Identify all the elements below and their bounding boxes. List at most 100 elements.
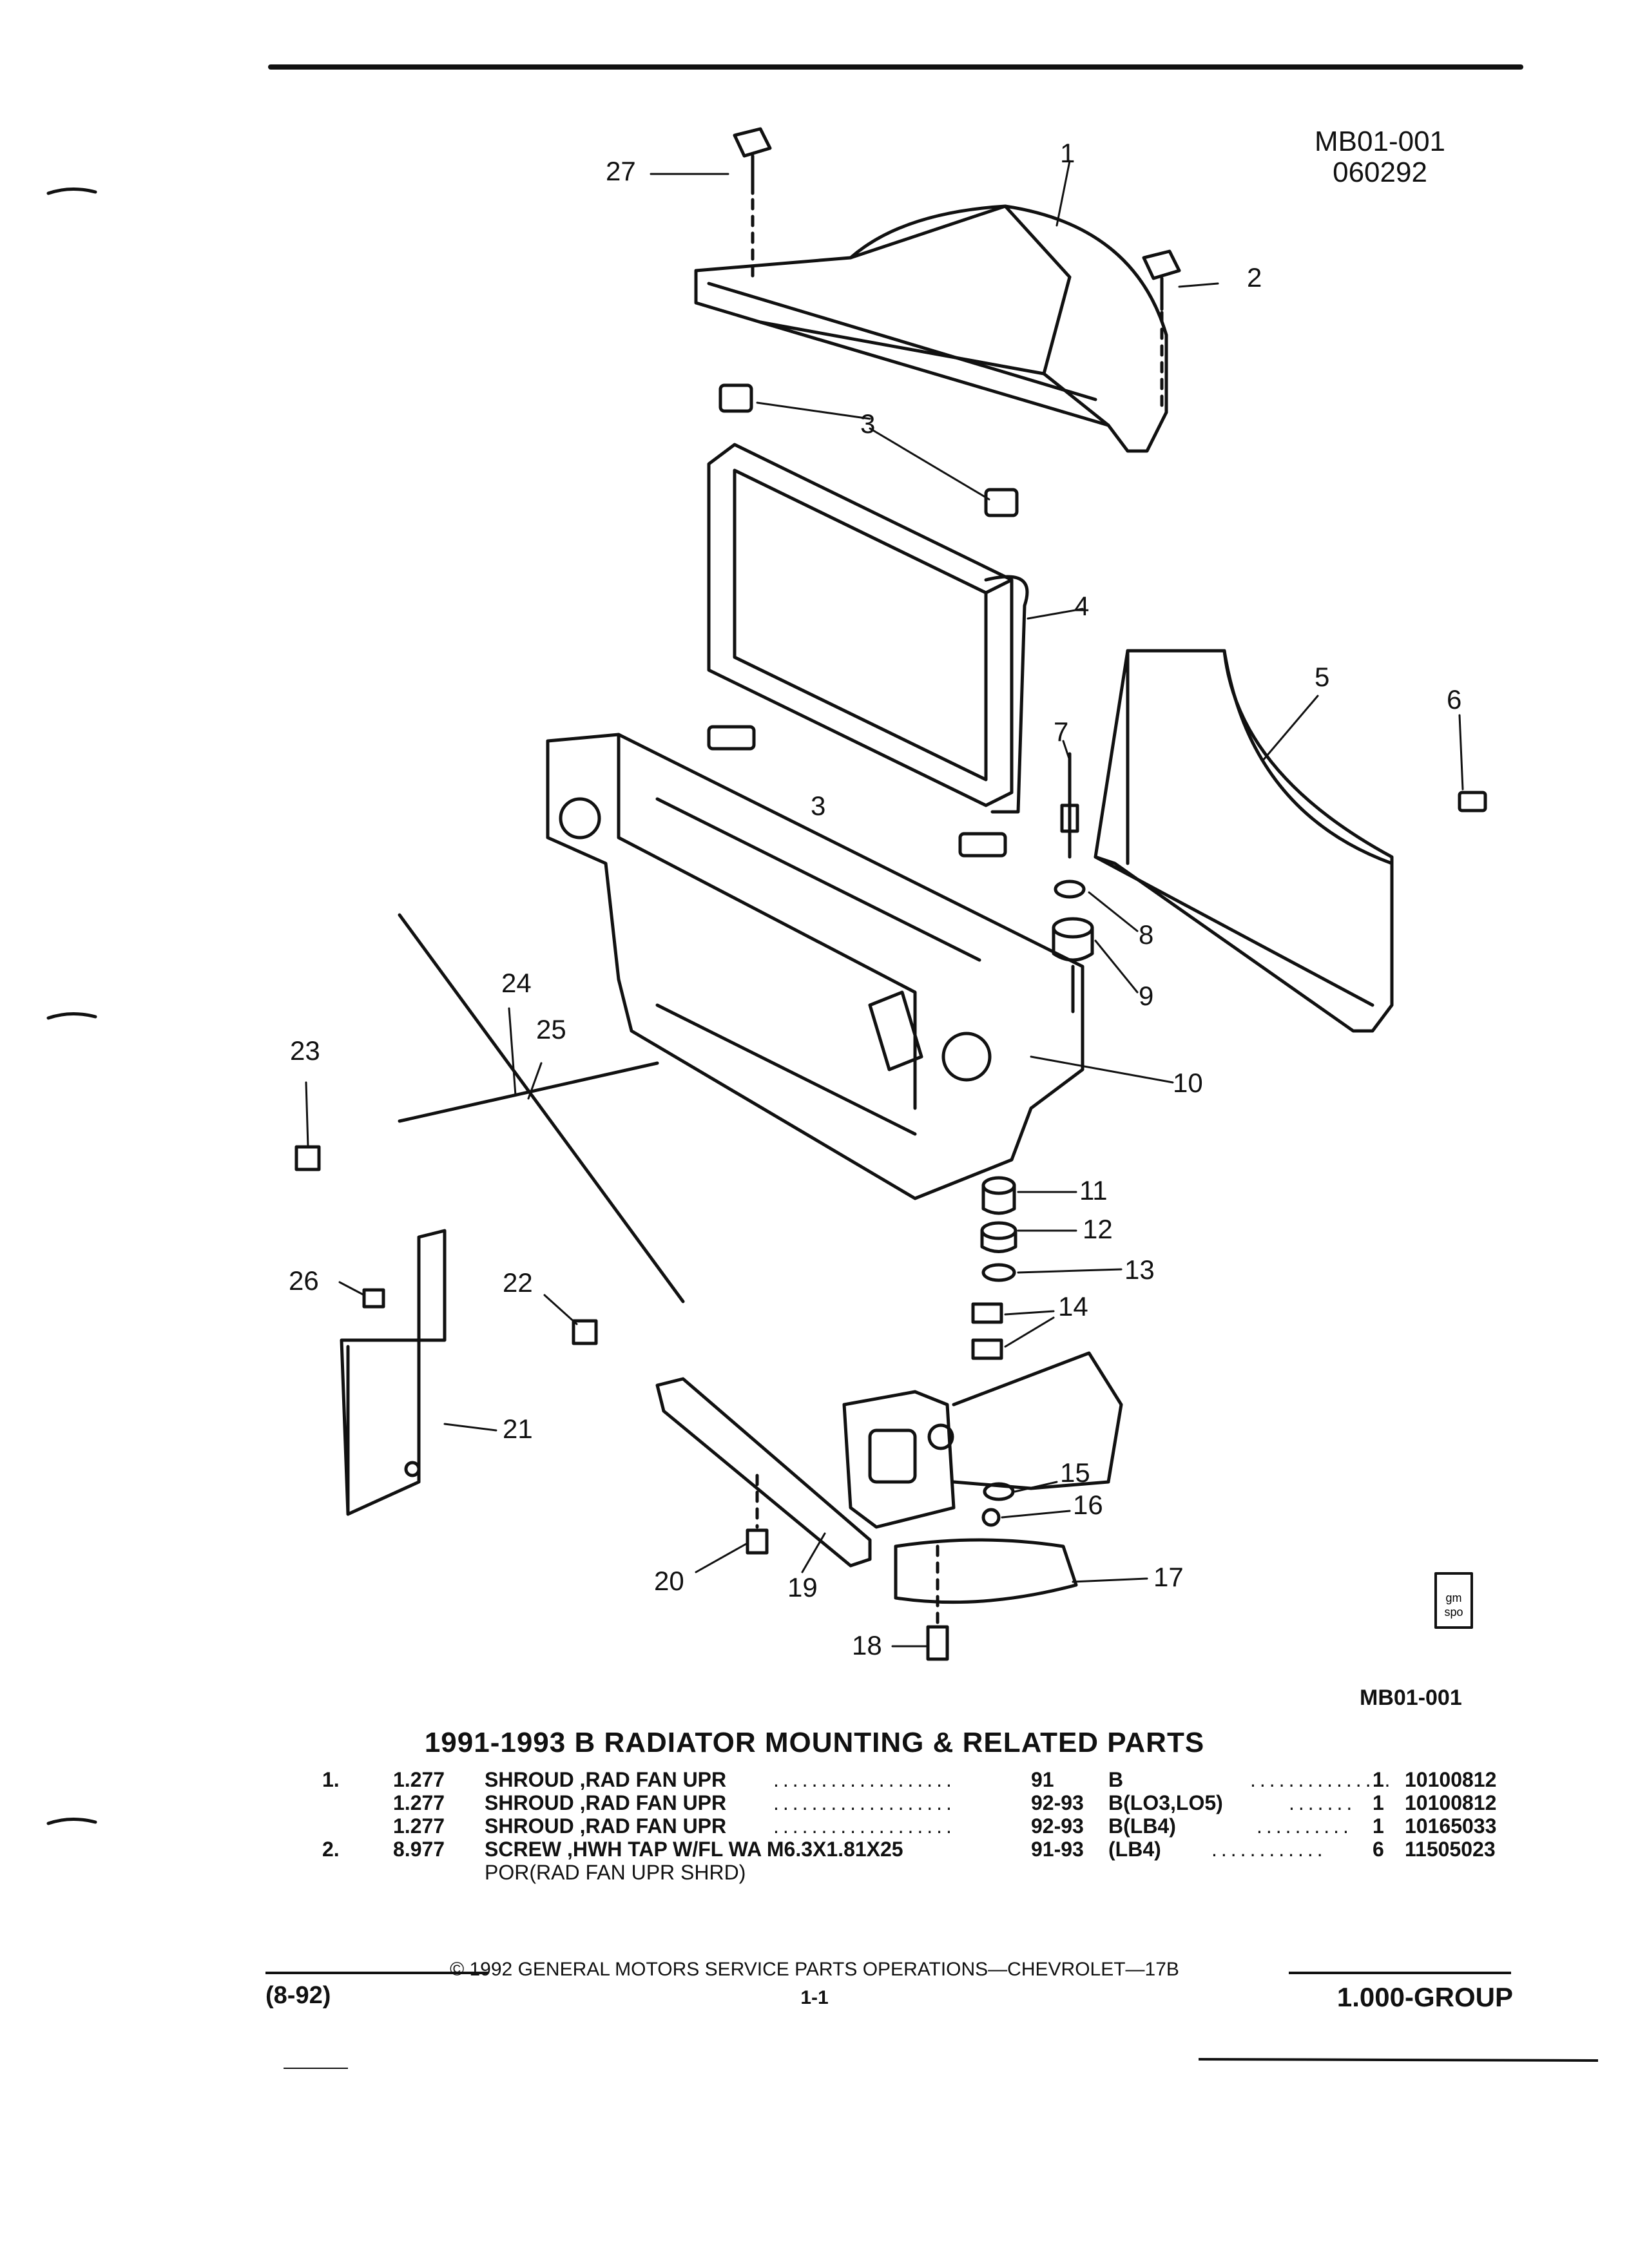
callout-7: 7: [1054, 716, 1068, 747]
callout-15: 15: [1060, 1457, 1090, 1488]
callout-17: 17: [1153, 1562, 1184, 1592]
gm-spo-logo: [1434, 1572, 1473, 1629]
frame-mount-bracket: [842, 1351, 1123, 1529]
part-23-bolt: [294, 1145, 321, 1171]
part-description: SHROUD ,RAD FAN UPR: [485, 1814, 727, 1838]
part-27-bolt: [733, 127, 772, 285]
part-8-washer: [1054, 879, 1086, 899]
part-24-brace-rod: [398, 913, 685, 1303]
diagram-code-top: MB01-001 060292: [1315, 126, 1445, 188]
item-number: 1.: [322, 1768, 340, 1791]
callout-5: 5: [1315, 662, 1329, 692]
margin-mark: [46, 187, 97, 195]
model-year: 92-93: [1031, 1791, 1084, 1814]
page-number: 1-1: [800, 1987, 829, 2008]
part-16-nut: [981, 1508, 1001, 1527]
callout-22: 22: [503, 1267, 533, 1298]
margin-mark: [46, 1817, 97, 1825]
part-3-insulator-lower-right: [958, 832, 1007, 858]
part-26-screw: [362, 1288, 385, 1309]
part-17-air-deflector: [894, 1538, 1078, 1604]
callout-11: 11: [1079, 1175, 1108, 1206]
part-description: SHROUD ,RAD FAN UPR: [485, 1768, 727, 1791]
page-title: 1991-1993 B RADIATOR MOUNTING & RELATED …: [424, 1727, 1205, 1758]
part-12-insulator: [980, 1221, 1017, 1253]
part-15-washer: [983, 1482, 1015, 1501]
callout-20: 20: [654, 1566, 684, 1596]
diagram-code-bottom: MB01-001: [1360, 1686, 1462, 1710]
dot-leader: ...................: [773, 1791, 956, 1814]
callout-19: 19: [787, 1572, 818, 1602]
quantity: 6: [1373, 1838, 1384, 1861]
logo-text-gm: gm: [1445, 1591, 1461, 1604]
callout-14: 14: [1058, 1291, 1088, 1321]
quantity: 1: [1373, 1791, 1384, 1814]
part-21-baffle-panel: [340, 1229, 447, 1516]
callout-3-upper: 3: [860, 408, 875, 439]
model-year: 91-93: [1031, 1838, 1084, 1861]
callout-9: 9: [1139, 981, 1153, 1011]
callout-24: 24: [501, 968, 532, 998]
part-4-radiator: [707, 443, 1029, 814]
callout-6: 6: [1447, 684, 1461, 715]
part-number: 10165033: [1405, 1814, 1497, 1838]
part-10-radiator-support: [546, 733, 1084, 1200]
dot-leader: ...................: [773, 1768, 956, 1791]
part-3-insulator-lower-left: [707, 725, 756, 751]
margin-mark: [46, 1012, 97, 1020]
part-11-insulator: [981, 1176, 1016, 1215]
callout-10: 10: [1173, 1068, 1203, 1098]
callout-8: 8: [1139, 919, 1153, 950]
callout-2: 2: [1247, 262, 1262, 293]
part-2-bolt: [1142, 249, 1181, 414]
item-number: 2.: [322, 1838, 340, 1861]
callout-18: 18: [852, 1630, 882, 1660]
callout-26: 26: [289, 1265, 319, 1296]
model-code: (LB4): [1108, 1838, 1161, 1861]
part-20-bolt: [746, 1474, 769, 1555]
callout-27: 27: [606, 156, 636, 186]
parts-row: 1. 1.277 SHROUD ,RAD FAN UPR ...........…: [322, 1768, 1534, 1791]
parts-row: 1.277 SHROUD ,RAD FAN UPR ..............…: [322, 1814, 1534, 1838]
part-14-spacer-lower: [971, 1338, 1003, 1360]
callout-13: 13: [1124, 1254, 1155, 1285]
part-number: 10100812: [1405, 1768, 1497, 1791]
part-number: 11505023: [1405, 1838, 1496, 1861]
revision-date: (8-92): [265, 1982, 331, 2009]
diagram-date-code: 060292: [1333, 157, 1427, 188]
model-code: B: [1108, 1768, 1124, 1791]
model-code: B(LO3,LO5): [1108, 1791, 1223, 1814]
part-number: 10100812: [1405, 1791, 1497, 1814]
part-1-upper-fan-shroud: [694, 204, 1168, 453]
part-25-brace-rod: [398, 1061, 659, 1123]
model-code: B(LB4): [1108, 1814, 1176, 1838]
dot-leader: ...............: [1250, 1768, 1394, 1791]
group-number: 8.977: [393, 1838, 445, 1861]
callout-4: 4: [1074, 591, 1089, 621]
part-3-insulator-upper-right: [984, 488, 1019, 517]
callout-1: 1: [1060, 138, 1075, 168]
group-label: 1.000-GROUP: [1336, 1982, 1513, 2012]
parts-row: 2. 8.977 SCREW ,HWH TAP W/FL WA M6.3X1.8…: [322, 1838, 1534, 1861]
quantity: 1: [1373, 1768, 1384, 1791]
dot-leader: ...................: [773, 1814, 956, 1838]
model-year: 91: [1031, 1768, 1054, 1791]
part-7-bolt: [1060, 752, 1079, 859]
callout-3-lower: 3: [811, 791, 825, 821]
callout-23: 23: [290, 1035, 320, 1066]
parts-row: 1.277 SHROUD ,RAD FAN UPR ..............…: [322, 1791, 1534, 1814]
logo-text-spo: spo: [1444, 1606, 1463, 1619]
dot-leader: ..........: [1257, 1814, 1353, 1838]
part-description: SCREW ,HWH TAP W/FL WA M6.3X1.81X25: [485, 1838, 903, 1861]
part-14-spacer-upper: [971, 1302, 1003, 1324]
group-number: 1.277: [393, 1791, 445, 1814]
group-number: 1.277: [393, 1814, 445, 1838]
part-description-continued: POR(RAD FAN UPR SHRD): [485, 1861, 746, 1884]
callout-21: 21: [503, 1414, 533, 1444]
dot-leader: ............: [1211, 1838, 1327, 1861]
group-number: 1.277: [393, 1768, 445, 1791]
diagram-code: MB01-001: [1315, 126, 1446, 157]
part-3-insulator-upper-left: [718, 383, 753, 413]
quantity: 1: [1373, 1814, 1384, 1838]
